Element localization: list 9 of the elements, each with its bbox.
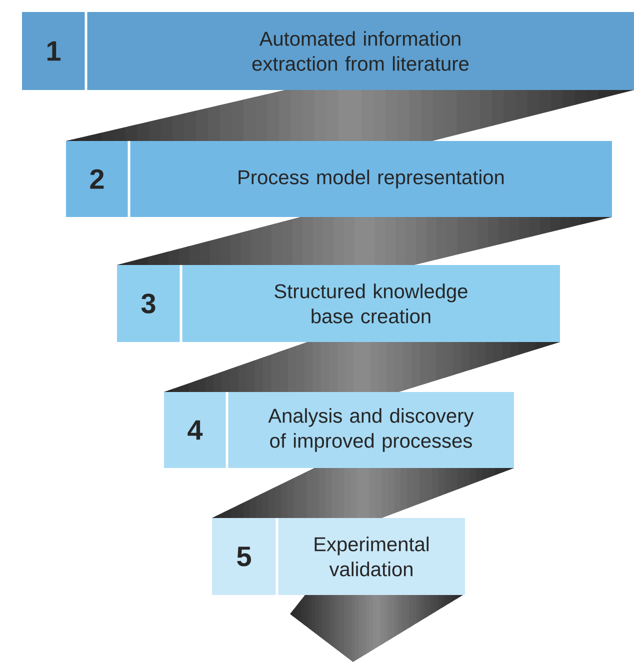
step-band: 2 Process model representation — [66, 141, 612, 217]
step-band: 1 Automated information extraction from literature — [22, 12, 634, 90]
funnel-ribbon — [66, 90, 634, 141]
step-band: 5 Experimental validation — [212, 518, 465, 595]
funnel-ribbon — [164, 342, 560, 392]
step-band: 4 Analysis and discovery of improved processes — [164, 392, 514, 468]
step-band: 3 Structured knowledge base creation — [117, 265, 560, 342]
funnel-ribbon — [117, 217, 612, 265]
funnel-ribbon — [212, 468, 514, 518]
